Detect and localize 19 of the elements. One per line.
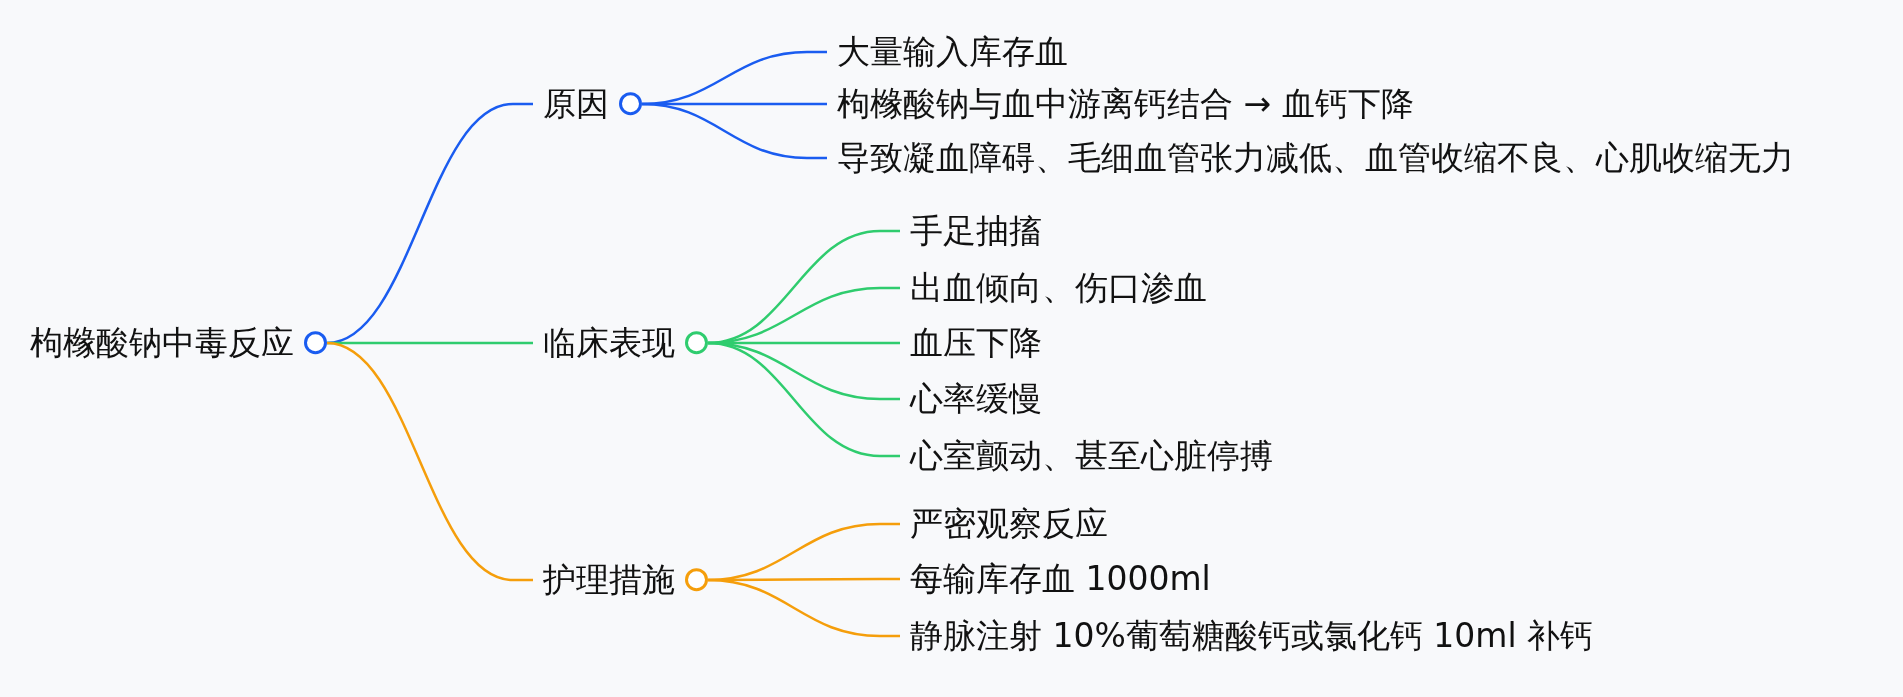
node-label: 导致凝血障碍、毛细血管张力减低、血管收缩不良、心肌收缩无力 [837, 138, 1794, 178]
node-label: 严密观察反应 [910, 504, 1108, 544]
node-label: 枸橼酸钠与血中游离钙结合 → 血钙下降 [837, 84, 1414, 124]
node-label: 临床表现 [543, 323, 675, 363]
branch-line [641, 102, 827, 160]
node-label: 每输库存血 1000ml [910, 559, 1211, 599]
node-label: 心率缓慢 [910, 379, 1042, 419]
node-label: 大量输入库存血 [837, 32, 1068, 72]
node-label: 护理措施 [543, 560, 675, 600]
branch-line [707, 578, 900, 638]
node-label: 原因 [543, 84, 609, 124]
branch-line [326, 341, 533, 582]
node-label: 手足抽搐 [910, 211, 1042, 251]
branch-line [707, 341, 900, 458]
node-label: 出血倾向、伤口渗血 [910, 268, 1207, 308]
node-label: 静脉注射 10%葡萄糖酸钙或氯化钙 10ml 补钙 [910, 616, 1594, 656]
node-label: 心室颤动、甚至心脏停搏 [910, 436, 1273, 476]
node-label: 血压下降 [910, 323, 1042, 363]
node-label: 枸橼酸钠中毒反应 [30, 323, 294, 363]
